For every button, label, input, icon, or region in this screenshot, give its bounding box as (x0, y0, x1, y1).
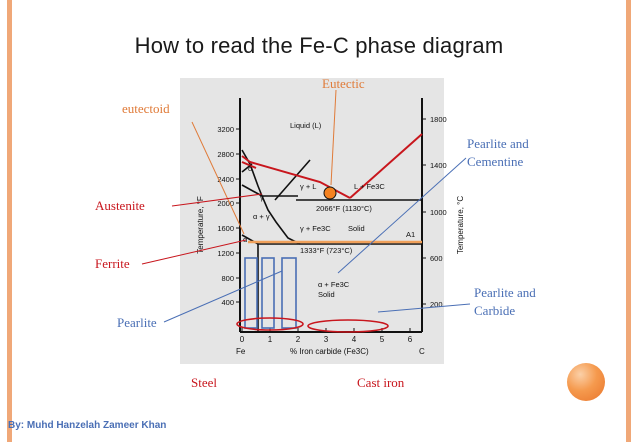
x-tick-label: 5 (380, 335, 385, 344)
left-tick-label: 1600 (217, 224, 234, 233)
x-right-end-label: C (419, 347, 425, 356)
right-tick-label: 1800 (430, 115, 447, 124)
left-tick-label: 2000 (217, 199, 234, 208)
right-tick-label: 1400 (430, 161, 447, 170)
region-delta-label: δ (248, 164, 252, 173)
region-gamma-l-label: γ + L (300, 182, 316, 191)
region-gamma-label: γ (260, 193, 264, 202)
left-tick-label: 2400 (217, 175, 234, 184)
pearlite-regions (244, 257, 297, 329)
region-solid-upper-label: Solid (348, 224, 365, 233)
x-tick-label: 4 (352, 335, 357, 344)
decorative-orange-circle (567, 363, 605, 401)
eutectic-temperature-label: 2066°F (1130°C) (316, 204, 372, 213)
left-tick-label: 400 (221, 298, 234, 307)
author-byline: By: Muhd Hanzelah Zameer Khan (8, 420, 167, 431)
left-frame-bar (7, 0, 12, 442)
slide-title: How to read the Fe-C phase diagram (134, 33, 504, 58)
eutectoid-annotation: eutectoid (122, 101, 170, 116)
right-axis-title: Temperature, °C (456, 196, 465, 255)
x-tick-label: 2 (296, 335, 301, 344)
annotation-arrows (141, 89, 471, 323)
pearlite-cementine-annotation-line2: Cementine (467, 154, 524, 169)
a1-line-label: A1 (406, 230, 415, 239)
right-frame-bar (626, 0, 631, 442)
left-axis-title: Temperature, °F (196, 196, 205, 254)
right-tick-label: 200 (430, 300, 443, 309)
x-tick-label: 6 (408, 335, 413, 344)
x-tick-label: 0 (240, 335, 245, 344)
cast-iron-range-ellipse (307, 319, 389, 333)
region-gamma-fe3c-label: γ + Fe3C (300, 224, 331, 233)
right-tick-marks (422, 118, 426, 305)
region-alpha-label: α (243, 235, 248, 244)
steel-range-ellipse (236, 317, 304, 331)
pearlite-carbide-annotation-line1: Pearlite and (474, 285, 536, 300)
steel-annotation: Steel (191, 375, 217, 390)
x-left-end-label: Fe (236, 347, 246, 356)
left-tick-label: 1200 (217, 249, 234, 258)
phase-boundaries (241, 149, 422, 332)
region-alpha-gamma-label: α + γ (253, 212, 270, 221)
ferrite-annotation: Ferrite (95, 256, 130, 271)
cast-iron-annotation: Cast iron (357, 375, 405, 390)
left-tick-label: 800 (221, 274, 234, 283)
pearlite-carbide-annotation-line2: Carbide (474, 303, 516, 318)
right-tick-label: 1000 (430, 208, 447, 217)
pearlite-cementine-annotation-line1: Pearlite and (467, 136, 529, 151)
region-liquid-label: Liquid (L) (290, 121, 322, 130)
region-l-fe3c-label: L + Fe3C (354, 182, 385, 191)
x-axis-title: % Iron carbide (Fe3C) (290, 347, 369, 356)
eutectoid-temperature-label: 1333°F (723°C) (300, 246, 353, 255)
left-tick-marks (236, 128, 240, 303)
eutectic-point-marker (323, 186, 337, 200)
left-tick-label: 3200 (217, 125, 234, 134)
x-tick-label: 3 (324, 335, 329, 344)
x-tick-label: 1 (268, 335, 273, 344)
austenite-annotation: Austenite (95, 198, 145, 213)
right-tick-label: 600 (430, 254, 443, 263)
eutectic-annotation: Eutectic (322, 76, 365, 91)
diagram-background (180, 78, 444, 364)
left-tick-label: 2800 (217, 150, 234, 159)
region-solid-lower-label: Solid (318, 290, 335, 299)
region-alpha-fe3c-label: α + Fe3C (318, 280, 350, 289)
pearlite-annotation: Pearlite (117, 315, 157, 330)
